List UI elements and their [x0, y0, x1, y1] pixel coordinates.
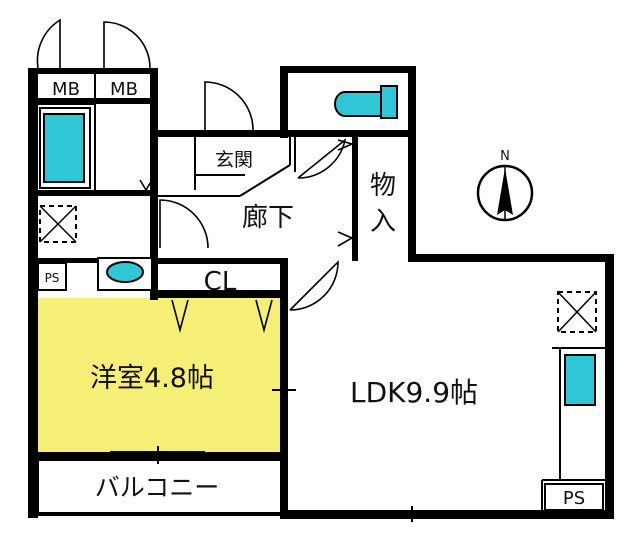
- compass-icon: [476, 164, 534, 222]
- washbasin-icon: [97, 257, 153, 291]
- pipe-space-label-1: PS: [45, 271, 60, 285]
- pipe-space-label-2: PS: [563, 488, 585, 509]
- bedroom-floor: [36, 298, 280, 456]
- kitchen-sink-icon: [564, 354, 596, 406]
- balcony-label: バルコニー: [95, 473, 220, 502]
- doors: [36, 18, 355, 334]
- toilet-icon: [334, 85, 398, 119]
- hallway-label: 廊下: [242, 203, 294, 233]
- bedroom-label: 洋室4.8帖: [90, 363, 214, 394]
- compass-north-label: N: [500, 149, 510, 164]
- ventilation-icon-ldk: [557, 291, 597, 333]
- storage-label-bottom: 入: [370, 207, 396, 237]
- ldk-label: LDK9.9帖: [350, 376, 478, 409]
- closet-label: CL: [204, 267, 237, 297]
- ventilation-icon: [39, 205, 77, 243]
- meter-box-label-1: MB: [52, 79, 80, 100]
- meter-box-label-2: MB: [110, 79, 138, 100]
- pipe-space-box-2: [544, 483, 604, 511]
- storage-label-top: 物: [370, 171, 396, 201]
- bathtub-icon: [39, 107, 91, 189]
- entrance-label: 玄関: [215, 149, 253, 171]
- labels: MB MB 玄関 廊下 物 入 CL 洋室4.8帖 LDK9.9帖 バルコニー …: [45, 79, 586, 509]
- thin-lines: [37, 74, 605, 522]
- pipe-space-box-1: [37, 262, 67, 291]
